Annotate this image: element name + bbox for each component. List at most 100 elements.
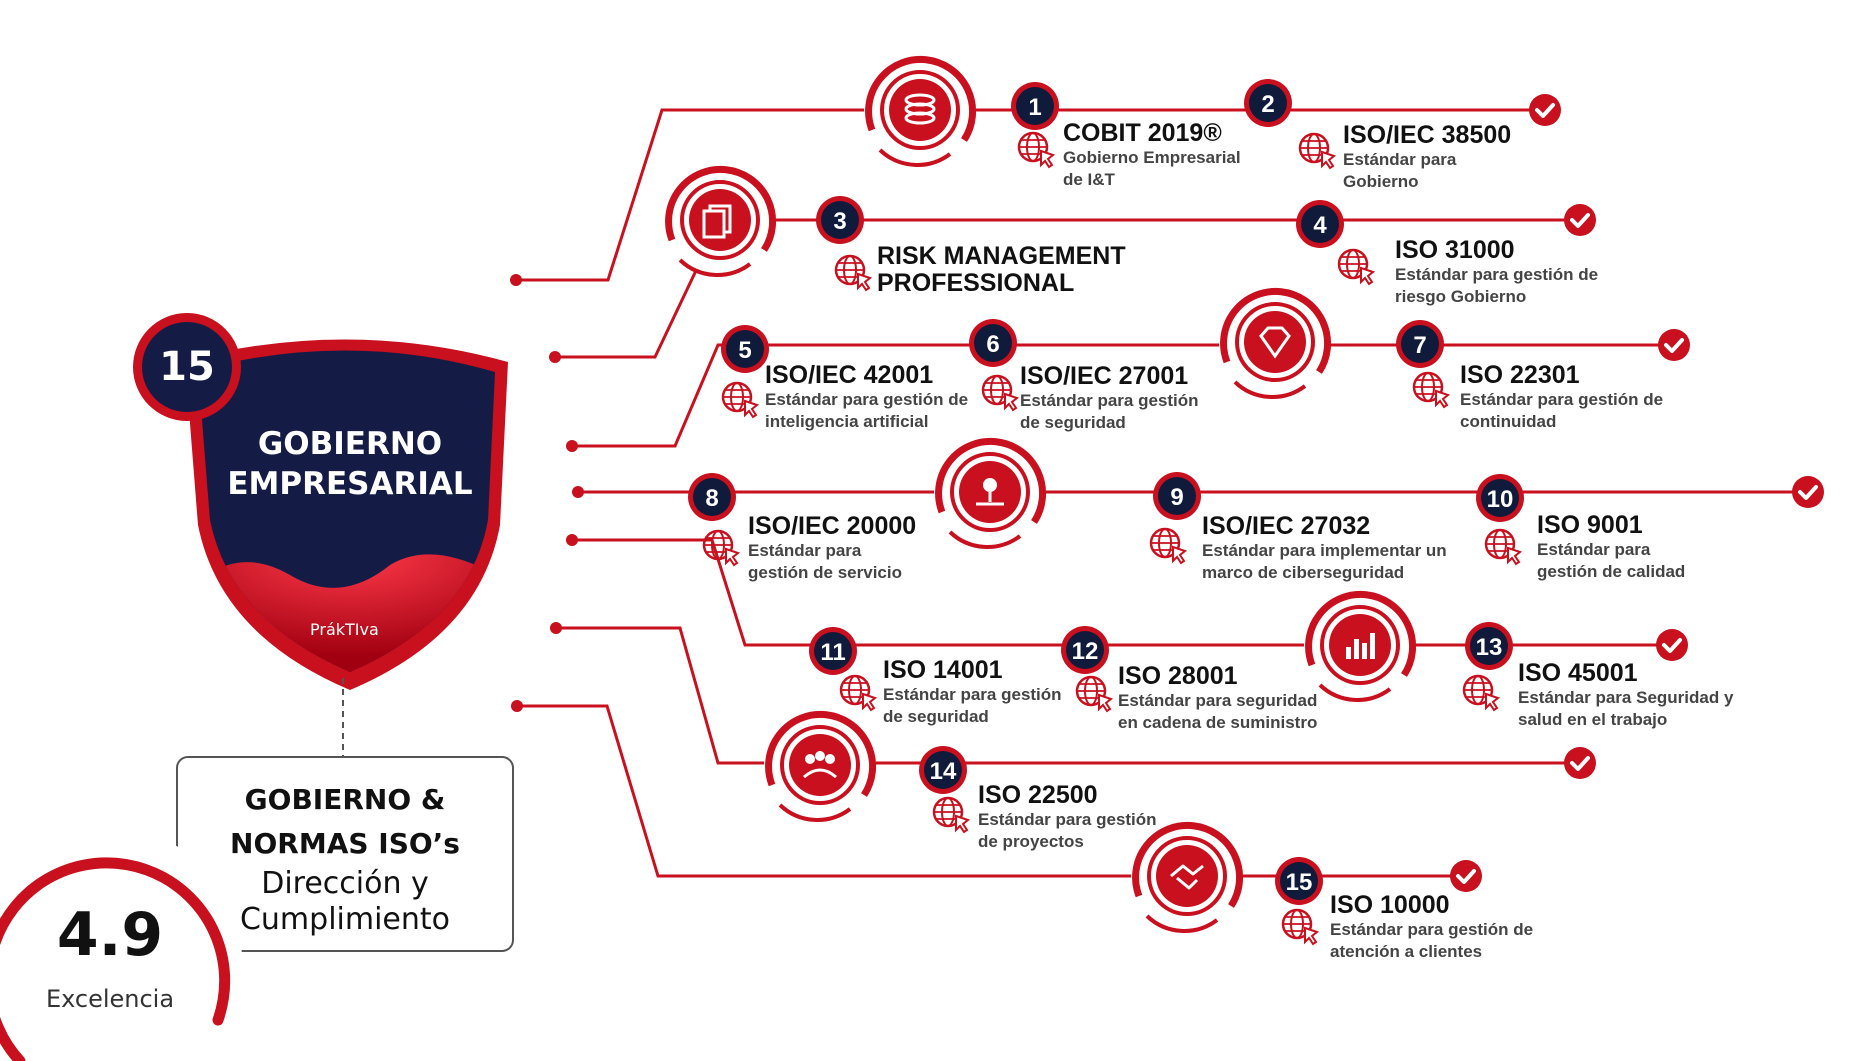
standard-description: Estándar para Seguridad y [1518, 688, 1734, 707]
globe-cursor-icon [1281, 908, 1320, 946]
standard-title: COBIT 2019® [1063, 119, 1222, 147]
standard-title: ISO/IEC 27001 [1020, 362, 1189, 390]
connector-start-dot [550, 622, 562, 634]
shield-title: GOBIERNO EMPRESARIAL [190, 424, 510, 504]
step-number: 12 [1072, 638, 1099, 665]
connector-line-5 [572, 538, 1672, 647]
standard-description: Gobierno [1343, 172, 1419, 191]
step-marker-1: 1 [1011, 82, 1059, 130]
standard-title: ISO 45001 [1518, 659, 1638, 687]
connector-line-2 [555, 218, 1580, 359]
globe-cursor-icon [1017, 131, 1056, 169]
standard-description: gestión de servicio [748, 563, 902, 582]
connector-line-7 [517, 704, 1466, 878]
shield-count-disc [142, 322, 232, 412]
step-marker-12: 12 [1061, 626, 1109, 674]
standard-title: RISK MANAGEMENT [877, 242, 1126, 270]
check-icon [1564, 747, 1596, 779]
standard-title: ISO/IEC 38500 [1343, 121, 1512, 149]
rating-arc [0, 857, 231, 1061]
connector-line-3 [572, 343, 1674, 448]
step-marker-4: 4 [1296, 200, 1344, 248]
check-icon [1792, 476, 1824, 508]
step-number: 10 [1487, 486, 1514, 513]
step-marker-11: 11 [809, 627, 857, 675]
rating-value: 4.9 [56, 900, 164, 970]
standard-title: ISO/IEC 20000 [748, 512, 917, 540]
summary-line4: Cumplimiento [239, 902, 451, 937]
globe-cursor-icon [839, 674, 878, 712]
standard-title: ISO 28001 [1118, 662, 1238, 690]
standard-description: inteligencia artificial [765, 412, 929, 431]
check-icon [1564, 204, 1596, 236]
globe-cursor-icon [1298, 132, 1337, 170]
globe-cursor-icon [1337, 248, 1376, 286]
standard-description: de proyectos [978, 832, 1084, 851]
standard-description: Estándar para gestión de [765, 390, 969, 409]
praktiva-logo: PrákTIva [310, 620, 379, 639]
connector-start-dot [549, 351, 561, 363]
step-marker-2: 2 [1244, 79, 1292, 127]
check-icon [1656, 629, 1688, 661]
globe-cursor-icon [834, 254, 873, 292]
standard-description: gestión de calidad [1537, 562, 1686, 581]
shield-title-line1: GOBIERNO [257, 426, 443, 462]
standard-title: ISO 10000 [1330, 891, 1450, 919]
summary-line3: Dirección y [261, 866, 429, 901]
globe-cursor-icon [1412, 371, 1451, 409]
standard-description: en cadena de suministro [1118, 713, 1318, 732]
step-number: 4 [1313, 212, 1327, 239]
standard-description: Estándar para gestión [1020, 391, 1199, 410]
step-marker-6: 6 [969, 319, 1017, 367]
check-icon [1450, 860, 1482, 892]
standard-description: de seguridad [1020, 413, 1126, 432]
standard-description: Estándar para gestión [883, 685, 1062, 704]
step-marker-8: 8 [688, 473, 736, 521]
standard-description: salud en el trabajo [1518, 710, 1668, 729]
connector-line-6 [556, 626, 1580, 765]
step-marker-10: 10 [1476, 474, 1524, 522]
standard-description: de I&T [1063, 170, 1115, 189]
location-icon [934, 436, 1047, 549]
standard-description: continuidad [1460, 412, 1557, 431]
step-number: 9 [1170, 484, 1183, 511]
step-marker-15: 15 [1275, 857, 1323, 905]
bar-chart-icon [1304, 589, 1417, 702]
check-icon [1658, 329, 1690, 361]
standard-description: Estándar para gestión [978, 810, 1157, 829]
standard-description: Estándar para gestión de [1395, 265, 1599, 284]
standard-title: ISO/IEC 27032 [1202, 512, 1371, 540]
connector-line-1 [516, 108, 1545, 282]
shield-title-line2: EMPRESARIAL [227, 466, 473, 502]
globe-cursor-icon [932, 796, 971, 834]
connector-start-dot [572, 486, 584, 498]
step-number: 13 [1476, 634, 1503, 661]
connector-start-dot [510, 274, 522, 286]
step-marker-9: 9 [1153, 472, 1201, 520]
globe-cursor-icon [1462, 674, 1501, 712]
standard-description: Estándar para gestión de [1460, 390, 1664, 409]
globe-cursor-icon [1149, 527, 1188, 565]
check-icon [1529, 94, 1561, 126]
step-number: 6 [986, 331, 999, 358]
diamond-icon [1219, 286, 1332, 399]
standard-title: ISO 22301 [1460, 361, 1580, 389]
standard-description: marco de ciberseguridad [1202, 563, 1405, 582]
step-number: 5 [738, 337, 751, 364]
shield-count: 15 [159, 344, 215, 390]
